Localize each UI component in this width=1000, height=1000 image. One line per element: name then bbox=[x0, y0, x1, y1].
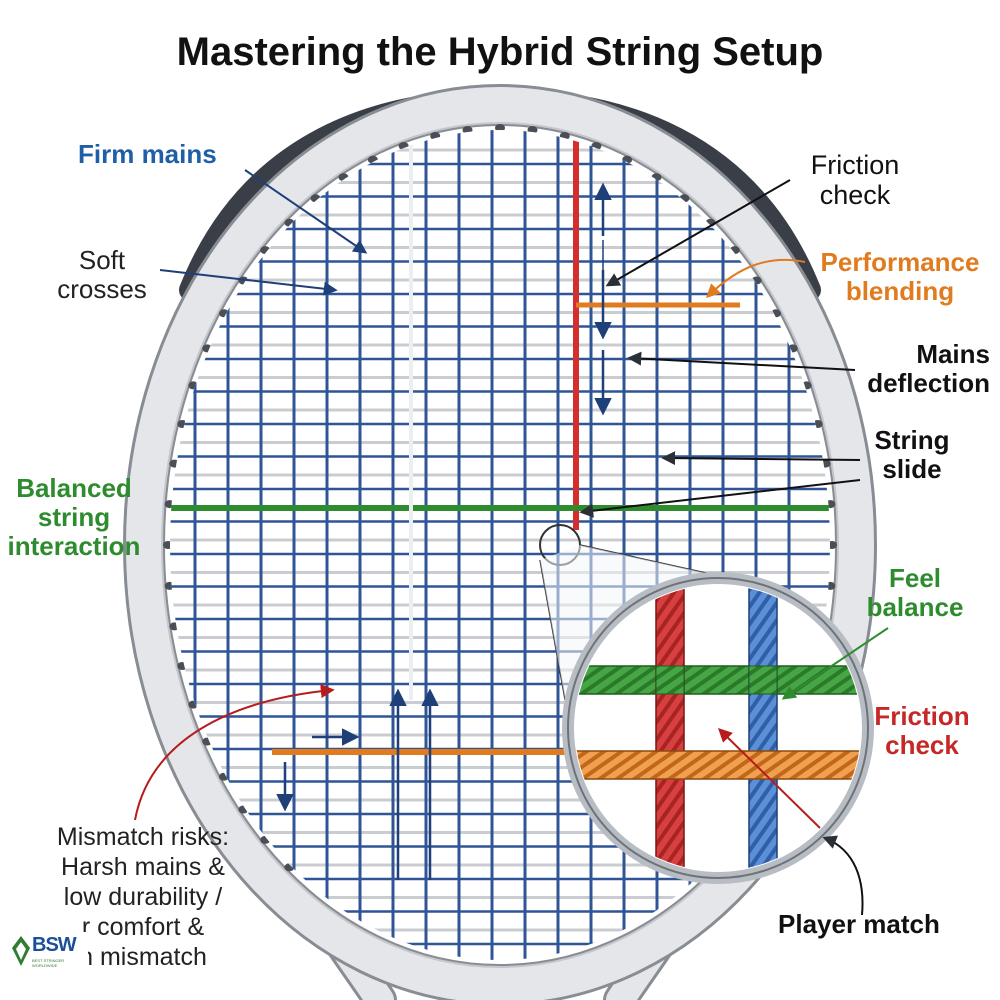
page-title: Mastering the Hybrid String Setup bbox=[176, 30, 824, 74]
label-friction-check-zoom: Friction check bbox=[874, 701, 970, 761]
annotation-arrows bbox=[134, 169, 889, 916]
label-soft-crosses: Soft crosses bbox=[57, 245, 147, 305]
brand-logo: BSW BEST STRINGER WORLDWIDE bbox=[8, 932, 88, 978]
zoom-cross-green bbox=[575, 665, 861, 695]
label-player-match: Player match bbox=[778, 909, 940, 939]
label-performance-blending: Performance blending bbox=[820, 247, 980, 307]
label-feel-balance: Feel balance bbox=[866, 563, 964, 623]
label-mains-deflection: Mains deflection bbox=[867, 339, 990, 399]
label-string-slide: String slide bbox=[874, 425, 950, 485]
label-firm-mains: Firm mains bbox=[78, 139, 217, 169]
motion-arrows bbox=[276, 182, 612, 880]
label-friction-check-top: Friction check bbox=[810, 150, 900, 211]
label-mismatch-risks: Mismatch risks: Harsh mains & low durabi… bbox=[56, 823, 230, 971]
zoom-cross-orange bbox=[575, 750, 861, 780]
grommet bbox=[495, 124, 505, 132]
zoom-main-blue bbox=[748, 585, 778, 871]
zoom-callout bbox=[539, 524, 874, 884]
logo-tagline: BEST STRINGER WORLDWIDE bbox=[32, 958, 65, 968]
logo-wordmark: BSW bbox=[32, 934, 77, 956]
zoom-main-red bbox=[655, 585, 685, 871]
logo-emblem-icon bbox=[12, 936, 30, 966]
label-balanced-interaction: Balanced string interaction bbox=[7, 473, 141, 562]
